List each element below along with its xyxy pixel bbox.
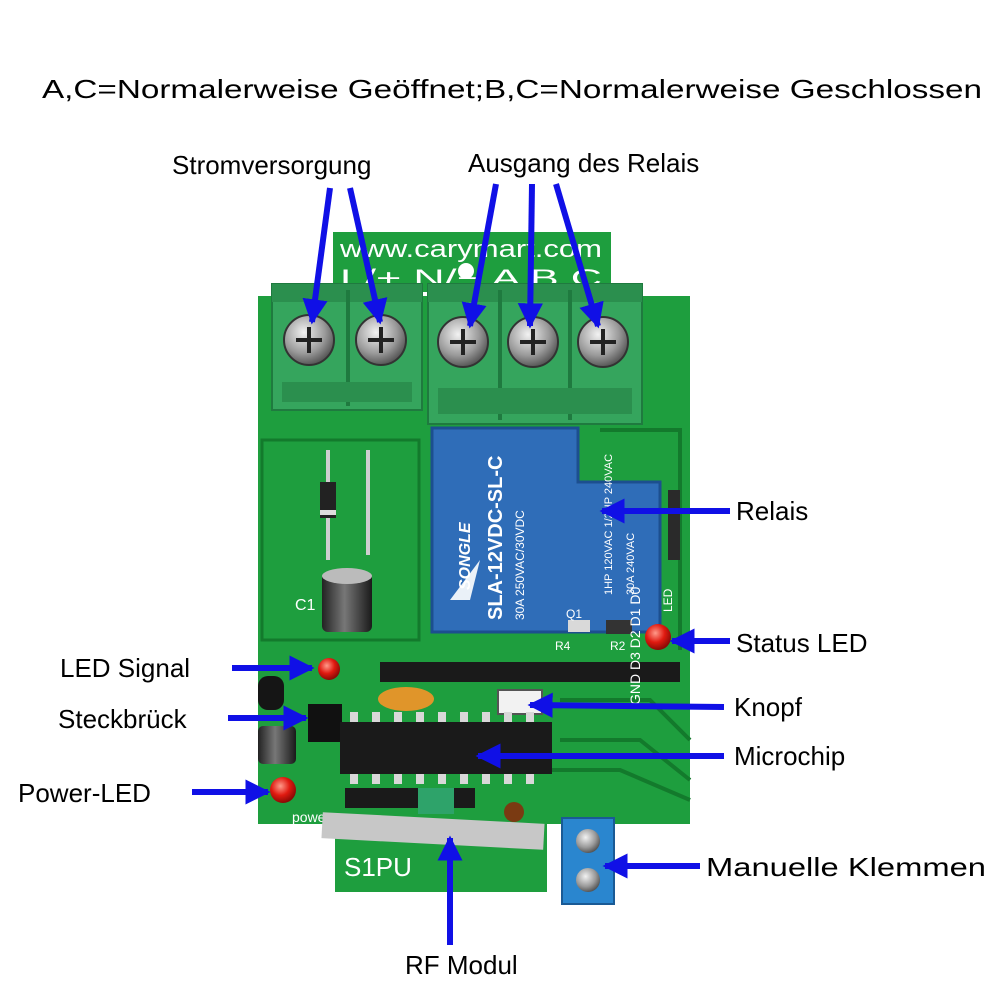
label-status-led: Status LED <box>736 628 868 658</box>
relay-rating-3: 30A 240VAC <box>625 533 637 595</box>
label-relay-output: Ausgang des Relais <box>468 148 699 178</box>
label-button: Knopf <box>734 692 803 722</box>
arrow-output-c <box>553 183 604 329</box>
relay: SONGLE SLA-12VDC-SL-C 30A 250VAC/30VDC 1… <box>430 426 662 634</box>
silk-r4: R4 <box>555 639 571 653</box>
microchip <box>340 712 552 784</box>
silk-q1: Q1 <box>566 607 582 621</box>
power-led-icon <box>270 777 296 803</box>
relay-terminal-block <box>427 283 643 425</box>
jumper <box>308 704 342 742</box>
label-microchip: Microchip <box>734 741 845 771</box>
screw-icon <box>576 868 600 892</box>
diode <box>320 450 370 560</box>
label-power-led: Power-LED <box>18 778 151 808</box>
arrow-power-right <box>347 187 388 325</box>
button <box>497 689 543 715</box>
manual-terminals <box>561 817 615 905</box>
arrow-output-a <box>461 183 499 329</box>
arrow-button <box>527 692 725 718</box>
label-led-signal: LED Signal <box>60 653 190 683</box>
label-jumper: Steckbrück <box>58 704 188 734</box>
silk-power: power <box>292 809 330 825</box>
rf-module <box>321 788 545 850</box>
screw-icon <box>576 829 600 853</box>
silk-c1: C1 <box>295 597 316 614</box>
relay-brand: SONGLE <box>457 521 474 590</box>
led-signal-icon <box>318 658 340 680</box>
power-terminal-block <box>271 283 423 411</box>
status-led-icon <box>645 624 671 650</box>
arrow-power-left <box>302 187 333 325</box>
silk-module: S1PU <box>344 852 412 882</box>
transistor <box>258 676 284 710</box>
ceramic-capacitor <box>378 687 434 711</box>
label-manual-terminals: Manuelle Klemmen <box>706 852 986 882</box>
pcb-top-tab <box>333 232 611 292</box>
smd-components: Q1 R4 R2 LED <box>555 490 680 653</box>
relay-rating-2: 1HP 120VAC 1/2HP 240VAC <box>603 454 615 595</box>
label-relay: Relais <box>736 496 808 526</box>
capacitor-c1: C1 <box>295 568 372 632</box>
arrow-output-b <box>517 183 543 329</box>
arrows <box>192 183 730 945</box>
label-rf-module: RF Modul <box>405 950 518 980</box>
pin-header: GND D3 D2 D1 D0 <box>380 587 680 705</box>
relay-rating-1: 30A 250VAC/30VDC <box>513 510 527 620</box>
silk-website: www.carymart.com <box>339 236 602 263</box>
capacitor-small <box>258 726 296 764</box>
header-note: A,C=Normalerweise Geöffnet;B,C=Normalerw… <box>42 74 982 104</box>
silk-led: LED <box>661 588 675 612</box>
silk-pins: GND D3 D2 D1 D0 <box>627 587 643 705</box>
relay-model: SLA-12VDC-SL-C <box>485 456 507 620</box>
label-power-supply: Stromversorgung <box>172 150 371 180</box>
silk-r2: R2 <box>610 639 626 653</box>
